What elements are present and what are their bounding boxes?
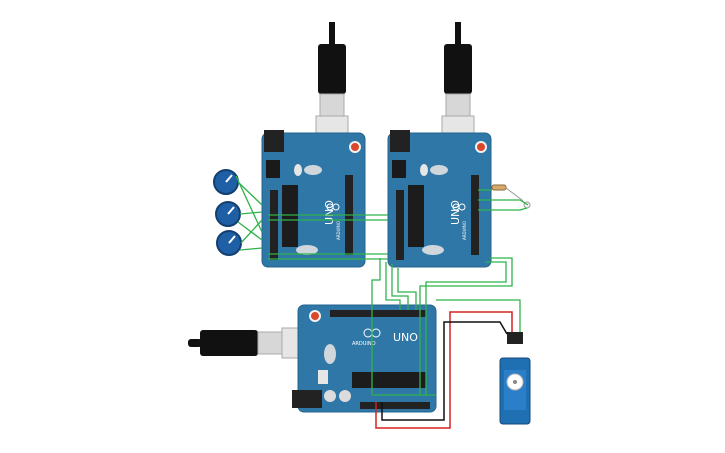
resistor[interactable] (491, 184, 507, 191)
board-1-brand: ARDUINO (336, 221, 341, 240)
potentiometer-3[interactable] (216, 230, 242, 256)
board-2-brand: ARDUINO (462, 221, 467, 240)
led[interactable] (505, 187, 531, 209)
board-1-logo: UNO (323, 200, 336, 225)
servo-motor[interactable] (499, 332, 531, 425)
arduino-board-2[interactable]: UNO ARDUINO (387, 130, 492, 268)
potentiometer-2[interactable] (215, 201, 241, 227)
arduino-board-1[interactable]: UNO ARDUINO (261, 130, 366, 268)
usb-cable-3 (188, 327, 313, 359)
wire-black (381, 321, 508, 421)
wires-green (235, 175, 529, 396)
board-2-logo: UNO (449, 200, 462, 225)
usb-cable-1 (315, 22, 349, 147)
usb-cable-2 (441, 22, 475, 147)
arduino-board-3[interactable]: UNO ARDUINO (292, 304, 437, 413)
board-3-logo: UNO (393, 331, 418, 344)
potentiometer-1[interactable] (213, 169, 239, 195)
board-3-brand: ARDUINO (352, 341, 376, 347)
wire-red (375, 311, 513, 429)
